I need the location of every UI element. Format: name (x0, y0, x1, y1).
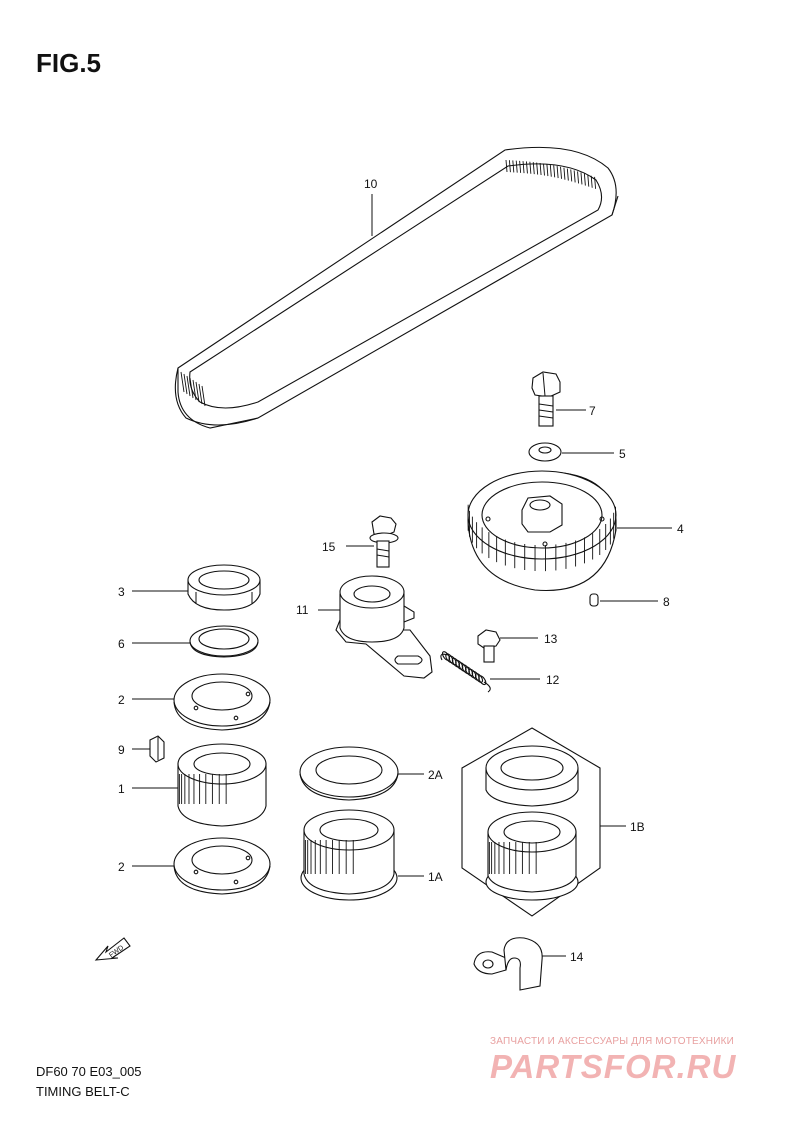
callout-1A: 1A (428, 870, 443, 884)
key-part-9 (149, 735, 165, 763)
callout-12: 12 (546, 673, 560, 687)
callout-15: 15 (322, 540, 336, 554)
callout-9: 9 (118, 743, 125, 757)
watermark-logo: PARTSFOR.RU (490, 1048, 737, 1085)
shim-ring-part-6 (189, 625, 259, 658)
callout-7: 7 (589, 404, 596, 418)
figure-title: FIG.5 (36, 48, 102, 78)
clamp-part-14 (473, 937, 543, 991)
bolt-part-13 (477, 629, 501, 663)
callout-2A: 2A (428, 768, 443, 782)
crank-pulley-part-1 (177, 743, 267, 827)
callout-1B: 1B (630, 820, 645, 834)
watermark-tagline: ЗАПЧАСТИ И АКСЕССУАРЫ ДЛЯ МОТОТЕХНИКИ (490, 1036, 735, 1047)
diagram-caption: TIMING BELT-C (36, 1084, 130, 1099)
spring-part-12 (440, 651, 491, 693)
tensioner-part-11 (335, 575, 433, 679)
washer-part-5 (528, 442, 562, 462)
callout-10: 10 (364, 177, 378, 191)
callout-3: 3 (118, 585, 125, 599)
flange-part-2-lower (173, 837, 271, 895)
callout-14: 14 (570, 950, 584, 964)
bolt-part-15 (369, 515, 399, 568)
callout-2-lower: 2 (118, 860, 125, 874)
fwd-label: FWD (108, 944, 125, 959)
bolt-part-7 (531, 371, 561, 427)
callout-13: 13 (544, 632, 558, 646)
callout-2-upper: 2 (118, 693, 125, 707)
callout-6: 6 (118, 637, 125, 651)
flange-part-2A (299, 746, 399, 801)
callout-8: 8 (663, 595, 670, 609)
callout-11: 11 (296, 603, 309, 617)
callout-5: 5 (619, 447, 626, 461)
pin-part-8 (589, 593, 599, 607)
assembly-set-part-1B (461, 727, 601, 917)
fwd-arrow-icon: FWD (94, 937, 131, 961)
pulley-part-4 (467, 470, 617, 592)
callout-1: 1 (118, 782, 125, 796)
diagram-code: DF60 70 E03_005 (36, 1064, 142, 1079)
callout-4: 4 (677, 522, 684, 536)
pulley-assembly-part-1A (300, 809, 398, 901)
timing-belt-part (174, 146, 619, 429)
nut-part-3 (187, 564, 261, 611)
flange-part-2-upper (173, 673, 271, 731)
